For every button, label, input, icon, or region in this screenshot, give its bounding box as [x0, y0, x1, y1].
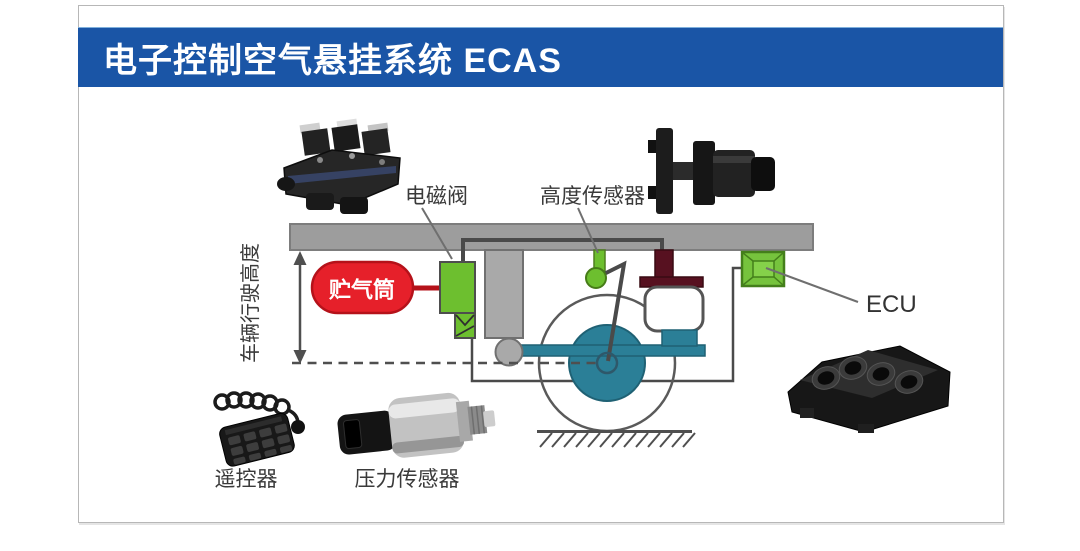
solenoid-valve-label: 电磁阀 — [405, 185, 468, 208]
ecu-photo — [787, 345, 951, 433]
arrow-down — [293, 350, 307, 364]
ecu-leader — [765, 267, 859, 303]
label-leader-lines — [421, 207, 859, 303]
ground — [537, 430, 696, 448]
wheel-center — [595, 351, 619, 375]
solenoid-valve-symbol — [439, 261, 476, 339]
ecu-wire — [470, 266, 742, 383]
remote-control-label: 遥控器 — [215, 468, 278, 491]
wheel — [537, 293, 677, 433]
ecu-label: ECU — [866, 291, 917, 318]
remote-body — [219, 412, 295, 467]
remote-control-photo — [213, 391, 305, 467]
axle-pivot — [494, 337, 524, 367]
air-tank-label: 贮气筒 — [329, 278, 395, 303]
wheel-hub — [568, 324, 646, 402]
ride-height-label: 车辆行驶高度 — [239, 243, 262, 363]
solenoid-leader — [421, 207, 453, 260]
ecu-symbol — [740, 250, 786, 288]
air-spring-symbol — [639, 249, 705, 347]
coiled-cord — [213, 391, 300, 425]
air-tank-symbol: 贮气筒 — [310, 260, 443, 315]
shock-absorber — [484, 249, 524, 339]
page-title: 电子控制空气悬挂系统 ECAS — [103, 42, 562, 80]
pressure-sensor-label: 压力传感器 — [355, 468, 460, 491]
height-sensor-symbol — [585, 249, 627, 362]
ride-height-dimension — [292, 251, 597, 365]
height-sensor-label: 高度传感器 — [540, 185, 645, 208]
pressure-sensor-photo — [337, 392, 496, 458]
ecu-connectors — [811, 356, 924, 394]
height-sensor-photo — [648, 128, 775, 214]
height-sensor-leader — [577, 207, 599, 254]
solenoid-valve-photo — [277, 118, 401, 214]
arrow-up — [293, 251, 307, 265]
chassis-frame — [289, 223, 814, 251]
title-bar: 电子控制空气悬挂系统 ECAS — [78, 27, 1003, 87]
